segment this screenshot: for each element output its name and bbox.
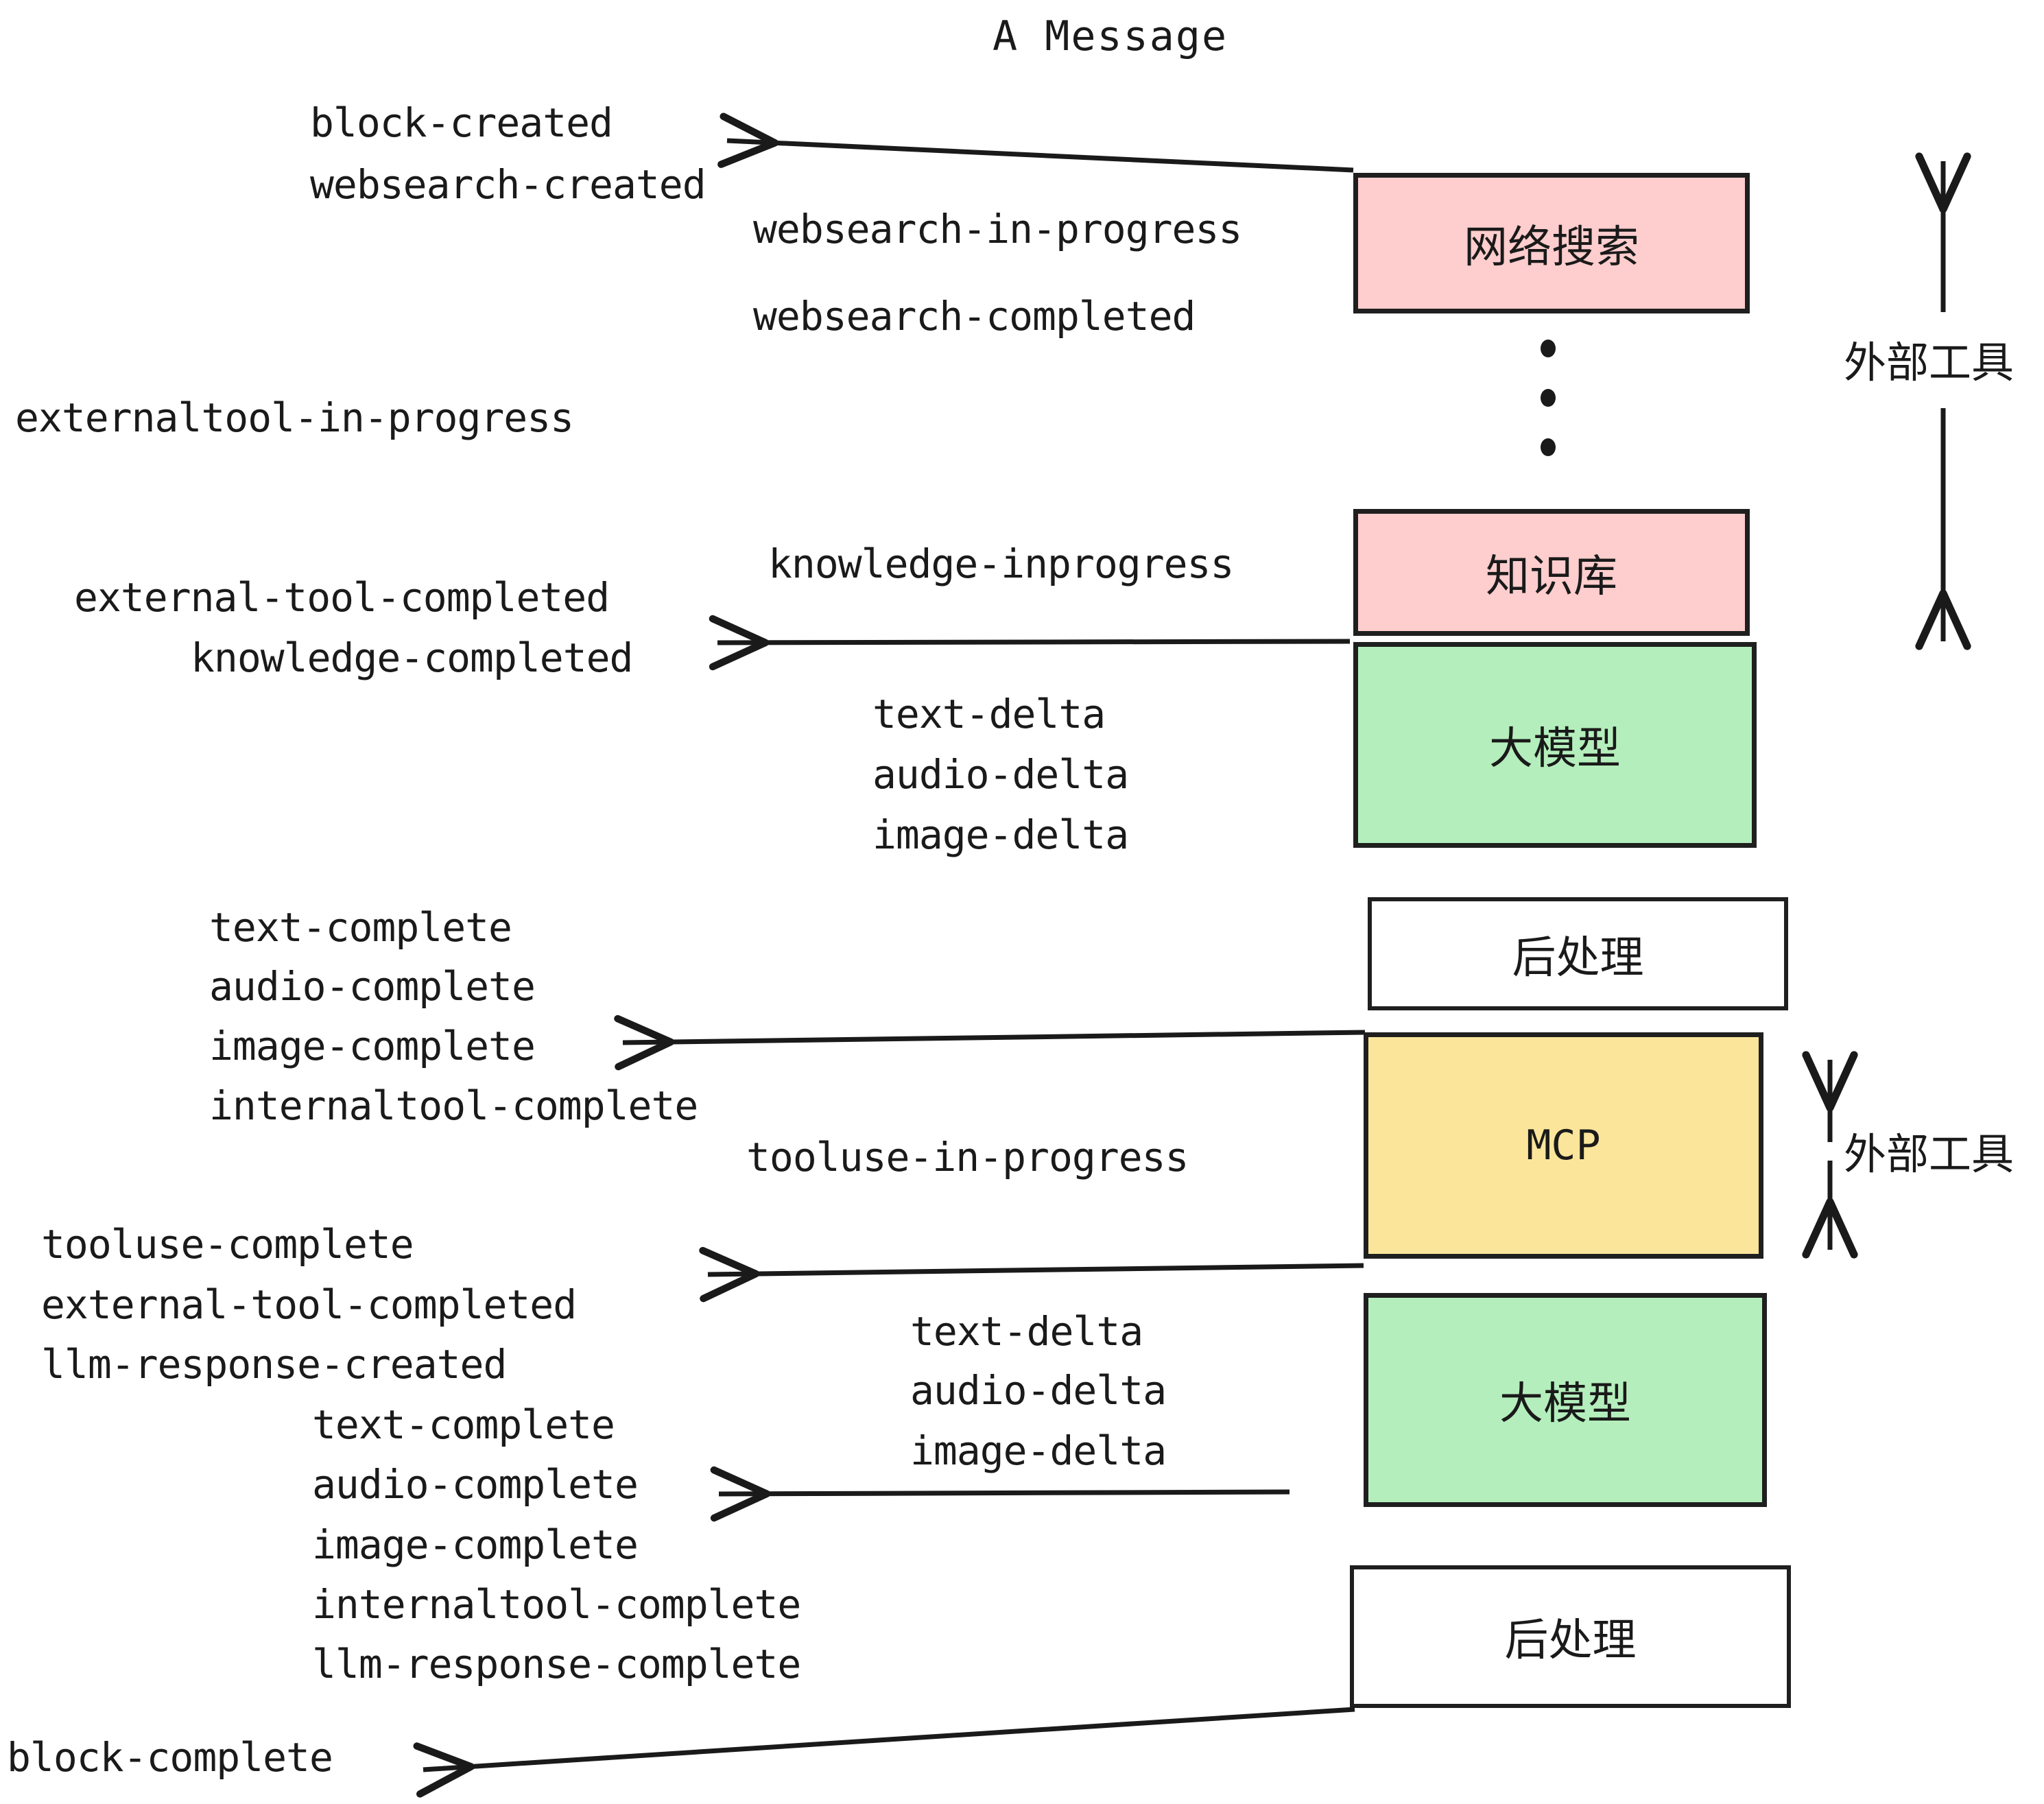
arrow-mcp-to-toolusecomplete	[699, 1246, 1364, 1303]
event-label-knowledge-completed: knowledge-completed	[191, 634, 633, 681]
event-label-text-delta-2: text-delta	[910, 1308, 1143, 1355]
event-label-external-tool-completed-1: external-tool-completed	[74, 574, 610, 621]
node-websearch: 网络搜索	[1353, 173, 1750, 313]
node-llm-2-label: 大模型	[1499, 1379, 1631, 1429]
node-knowledge-label: 知识库	[1486, 551, 1617, 602]
event-label-tooluse-complete: tooluse-complete	[41, 1221, 414, 1268]
arrow-llm2-to-audiocomplete	[710, 1466, 1290, 1522]
event-label-websearch-completed: websearch-completed	[753, 293, 1196, 340]
event-label-audio-delta-2: audio-delta	[910, 1367, 1167, 1414]
event-label-text-complete-2: text-complete	[312, 1401, 615, 1448]
node-postprocess-2-label: 后处理	[1504, 1615, 1637, 1666]
event-label-websearch-in-progress: websearch-in-progress	[753, 206, 1242, 252]
node-knowledge: 知识库	[1353, 509, 1750, 636]
event-label-llm-response-complete: llm-response-complete	[312, 1641, 801, 1687]
event-label-text-complete-1: text-complete	[209, 904, 512, 951]
event-label-llm-response-created: llm-response-created	[41, 1341, 507, 1388]
arrow-postprocess1-to-imagecomplete	[614, 1014, 1366, 1071]
ellipsis-dots	[1538, 340, 1558, 456]
node-postprocess-2: 后处理	[1350, 1565, 1791, 1708]
annotation-external-tool-lower: 外部工具	[1844, 1129, 2015, 1179]
annotation-external-tool-upper: 外部工具	[1844, 337, 2015, 388]
node-mcp-label: MCP	[1526, 1121, 1601, 1170]
event-label-knowledge-inprogress: knowledge-inprogress	[768, 541, 1234, 587]
event-label-block-complete: block-complete	[7, 1734, 333, 1781]
event-label-internaltool-complete-2: internaltool-complete	[312, 1581, 801, 1628]
event-label-external-tool-completed-2: external-tool-completed	[41, 1281, 577, 1328]
node-llm-2: 大模型	[1364, 1293, 1767, 1507]
event-label-externaltool-in-progress: externaltool-in-progress	[15, 394, 574, 441]
event-label-audio-complete-1: audio-complete	[209, 963, 536, 1010]
arrow-knowledge-to-completed	[709, 615, 1351, 671]
event-label-tooluse-in-progress: tooluse-in-progress	[746, 1134, 1189, 1180]
node-mcp: MCP	[1364, 1032, 1763, 1259]
event-label-block-created: block-created	[310, 99, 613, 146]
event-label-websearch-created: websearch-created	[310, 161, 706, 208]
node-llm-1: 大模型	[1353, 642, 1757, 848]
page-title: A Message	[993, 12, 1228, 60]
event-label-image-delta-2: image-delta	[910, 1427, 1167, 1474]
node-postprocess-1-label: 后处理	[1512, 932, 1644, 984]
event-label-internaltool-complete-1: internaltool-complete	[209, 1082, 698, 1129]
event-label-image-delta-1: image-delta	[872, 811, 1129, 858]
node-postprocess-1: 后处理	[1368, 897, 1788, 1010]
event-label-audio-delta-1: audio-delta	[872, 751, 1129, 798]
node-websearch-label: 网络搜索	[1464, 222, 1639, 273]
arrow-postprocess2-to-blockcomplete	[413, 1707, 1355, 1798]
node-llm-1-label: 大模型	[1489, 724, 1621, 774]
arrow-websearch-to-blockcreated	[717, 112, 1354, 173]
event-label-text-delta-1: text-delta	[872, 691, 1106, 737]
event-label-image-complete-1: image-complete	[209, 1023, 536, 1069]
event-label-image-complete-2: image-complete	[312, 1521, 639, 1568]
event-label-audio-complete-2: audio-complete	[312, 1461, 639, 1508]
